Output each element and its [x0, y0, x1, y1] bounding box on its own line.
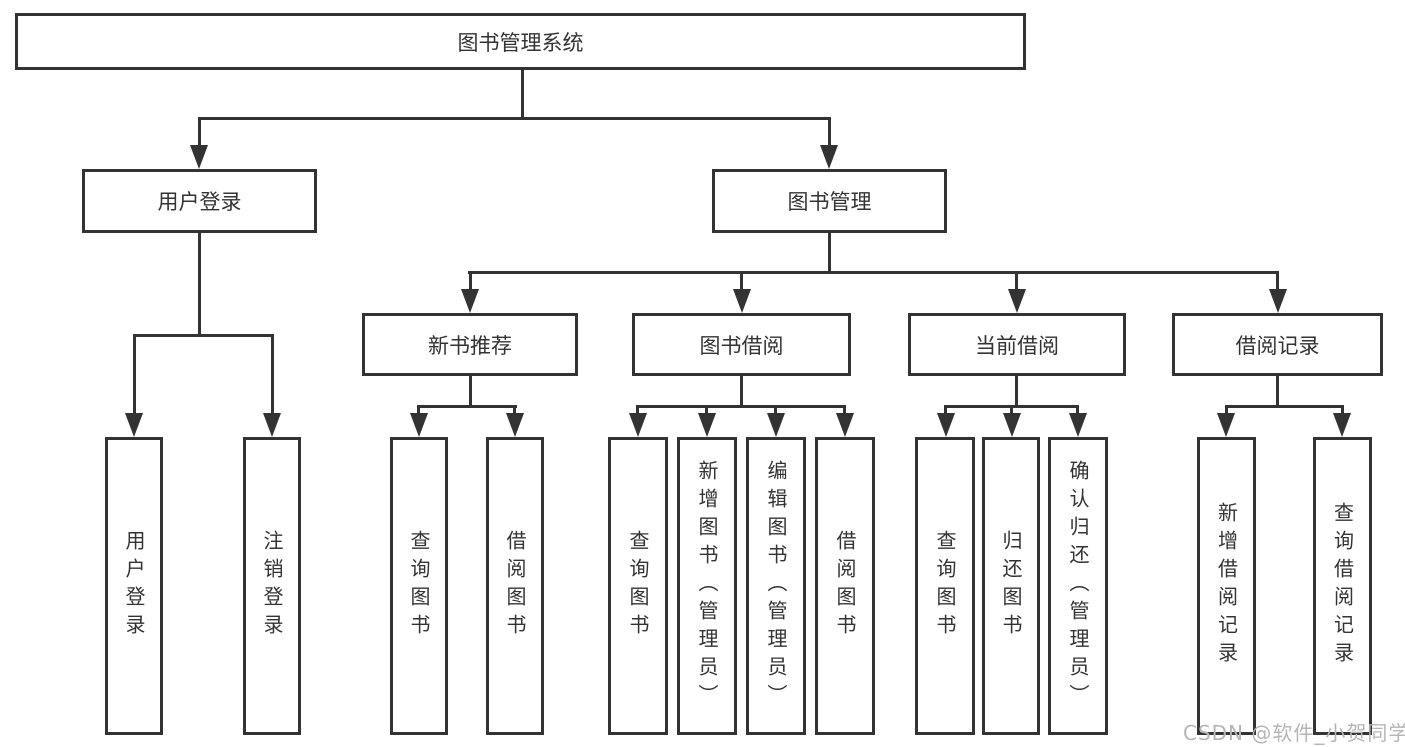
- connector-vline: [1010, 405, 1013, 415]
- connector-vline: [198, 233, 201, 336]
- arrow-down-icon: [125, 413, 143, 437]
- connector-vline: [1341, 405, 1344, 415]
- connector-vline: [1225, 405, 1228, 415]
- leaf-recommend-borrow-books: 借阅图书: [486, 437, 544, 735]
- arrow-down-icon: [1333, 413, 1351, 437]
- connector-vline: [828, 233, 831, 273]
- connector-vline: [828, 117, 831, 149]
- connector-vline: [133, 334, 136, 413]
- arrow-down-icon: [461, 289, 479, 313]
- arrow-down-icon: [937, 413, 955, 437]
- connector-hline: [636, 405, 846, 408]
- connector-vline: [1015, 376, 1018, 407]
- connector-hline: [1225, 405, 1344, 408]
- connector-vline: [1276, 271, 1279, 293]
- connector-vline: [1276, 376, 1279, 407]
- arrow-down-icon: [1217, 413, 1235, 437]
- node-library-system: 图书管理系统: [15, 13, 1026, 70]
- connector-hline: [417, 405, 517, 408]
- connector-hline: [198, 117, 831, 120]
- connector-vline: [740, 271, 743, 293]
- leaf-borrow-add-books-admin: 新增图书（管理员）: [677, 437, 737, 735]
- connector-vline: [1076, 405, 1079, 415]
- arrow-down-icon: [629, 413, 647, 437]
- arrow-down-icon: [767, 413, 785, 437]
- connector-hline: [944, 405, 1079, 408]
- connector-hline: [468, 271, 1279, 274]
- connector-vline: [843, 405, 846, 415]
- node-book-management: 图书管理: [712, 169, 947, 233]
- csdn-watermark: CSDN @软件_小贺同学: [1183, 721, 1405, 745]
- arrow-down-icon: [1008, 289, 1026, 313]
- leaf-current-return-books: 归还图书: [982, 437, 1040, 735]
- node-new-book-recommend: 新书推荐: [362, 313, 578, 376]
- node-user-login: 用户登录: [82, 169, 317, 233]
- leaf-recommend-query-books: 查询图书: [390, 437, 448, 735]
- leaf-records-add-record: 新增借阅记录: [1197, 437, 1256, 735]
- leaf-borrow-borrow-books: 借阅图书: [815, 437, 875, 735]
- leaf-borrow-edit-books-admin: 编辑图书（管理员）: [746, 437, 806, 735]
- node-borrowing-records: 借阅记录: [1172, 313, 1383, 376]
- connector-vline: [705, 405, 708, 415]
- leaf-records-query-record: 查询借阅记录: [1313, 437, 1372, 735]
- leaf-current-query-books: 查询图书: [915, 437, 975, 735]
- connector-vline: [521, 70, 524, 119]
- connector-hline: [133, 334, 274, 337]
- arrow-down-icon: [733, 289, 751, 313]
- arrow-down-icon: [1003, 413, 1021, 437]
- arrow-down-icon: [410, 413, 428, 437]
- arrow-down-icon: [263, 413, 281, 437]
- arrow-down-icon: [190, 145, 208, 169]
- node-current-borrowing: 当前借阅: [908, 313, 1126, 376]
- connector-vline: [198, 117, 201, 149]
- connector-vline: [1015, 271, 1018, 293]
- leaf-current-confirm-return-admin: 确认归还（管理员）: [1048, 437, 1108, 735]
- leaf-borrow-query-books: 查询图书: [608, 437, 668, 735]
- leaf-logout: 注销登录: [243, 437, 301, 735]
- connector-vline: [513, 405, 516, 415]
- arrow-down-icon: [836, 413, 854, 437]
- node-book-borrowing: 图书借阅: [632, 313, 851, 376]
- arrow-down-icon: [1269, 289, 1287, 313]
- connector-vline: [469, 376, 472, 407]
- connector-vline: [417, 405, 420, 415]
- arrow-down-icon: [820, 145, 838, 169]
- connector-vline: [944, 405, 947, 415]
- arrow-down-icon: [698, 413, 716, 437]
- connector-vline: [774, 405, 777, 415]
- arrow-down-icon: [506, 413, 524, 437]
- connector-vline: [740, 376, 743, 407]
- connector-vline: [469, 271, 472, 293]
- connector-vline: [636, 405, 639, 415]
- arrow-down-icon: [1069, 413, 1087, 437]
- connector-vline: [271, 334, 274, 413]
- leaf-user-login: 用户登录: [105, 437, 163, 735]
